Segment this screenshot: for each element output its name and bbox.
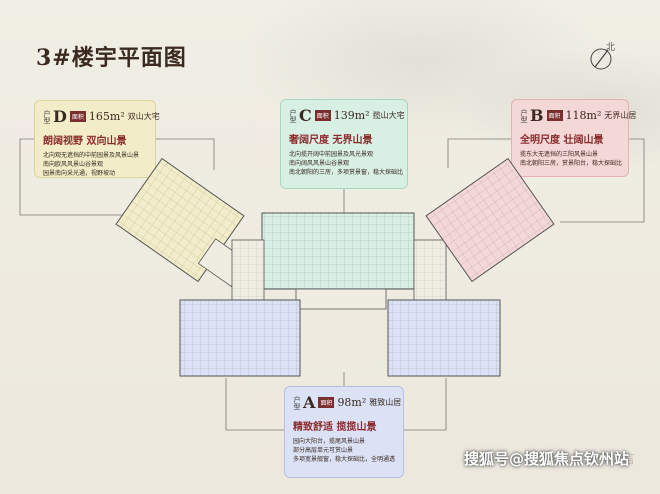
unit-type-label: 户型 — [520, 108, 528, 123]
watermark: 搜狐号@搜狐焦点钦州站 — [464, 450, 630, 468]
unit-tag: 双山大宅 — [127, 112, 160, 121]
unit-tag: 雅致山居 — [369, 398, 402, 407]
unit-description: 揽东大无遮挡的三阳风景山景南北朝阳三房，赏景阳台，稳大探础比 — [520, 151, 623, 167]
watermark-faint: 公众号 · 奥房优言 — [532, 452, 636, 467]
unit-a-card: 户型 A 面积 98m² 雅致山居 精致舒适 揽揽山景 园向大阳台，揽尾风景山景… — [284, 386, 404, 478]
unit-area: 165m² — [88, 110, 125, 123]
unit-area: 118m² — [565, 109, 602, 122]
unit-slogan: 朗阔视野 双向山景 — [43, 136, 127, 147]
compass-label: 北 — [606, 43, 616, 53]
area-badge: 面积 — [314, 110, 331, 121]
unit-letter: D — [53, 107, 67, 126]
unit-description: 北向揽开阔中前园景及风光景观南向阔风风景山谷景观南北朝阳的三房，多项赏景窗，稳大… — [289, 151, 404, 176]
unit-area: 98m² — [337, 396, 367, 409]
area-badge: 面积 — [69, 111, 86, 122]
unit-description: 园向大阳台，揽尾风景山景部分高层单元可赏山景多项宽景舰窗，稳大探础比，全明通透 — [293, 438, 396, 463]
unit-type-label: 户型 — [293, 395, 301, 410]
unit-letter: A — [303, 393, 316, 412]
unit-slogan: 精致舒适 揽揽山景 — [293, 422, 377, 433]
area-badge: 面积 — [318, 397, 335, 408]
unit-letter: B — [530, 106, 544, 125]
unit-slogan: 奢阔尺度 无界山景 — [289, 135, 373, 146]
unit-area: 139m² — [333, 109, 370, 122]
area-badge: 面积 — [546, 110, 563, 121]
unit-type-label: 户型 — [289, 108, 297, 123]
unit-b-card: 户型 B 面积 118m² 无界山居 全明尺度 壮阔山景 揽东大无遮挡的三阳风景… — [511, 99, 636, 177]
unit-d-card: 户型 D 面积 165m² 双山大宅 朗阔视野 双向山景 北向观无遮挡的中前园景… — [34, 100, 160, 178]
compass-icon — [590, 48, 612, 70]
unit-tag: 揽山大宅 — [372, 111, 405, 120]
unit-type-label: 户型 — [43, 109, 51, 124]
unit-letter: C — [299, 106, 312, 125]
unit-c-card: 户型 C 面积 139m² 揽山大宅 奢阔尺度 无界山景 北向揽开阔中前园景及风… — [280, 99, 408, 189]
unit-description: 北向观无遮挡的中前园景及风景山景南向欧风风景山谷景观园景南向采光通，视野坡动 — [43, 152, 140, 177]
unit-slogan: 全明尺度 壮阔山景 — [520, 135, 604, 146]
unit-tag: 无界山居 — [604, 111, 637, 120]
page-title: 3#楼宇平面图 — [36, 45, 187, 71]
